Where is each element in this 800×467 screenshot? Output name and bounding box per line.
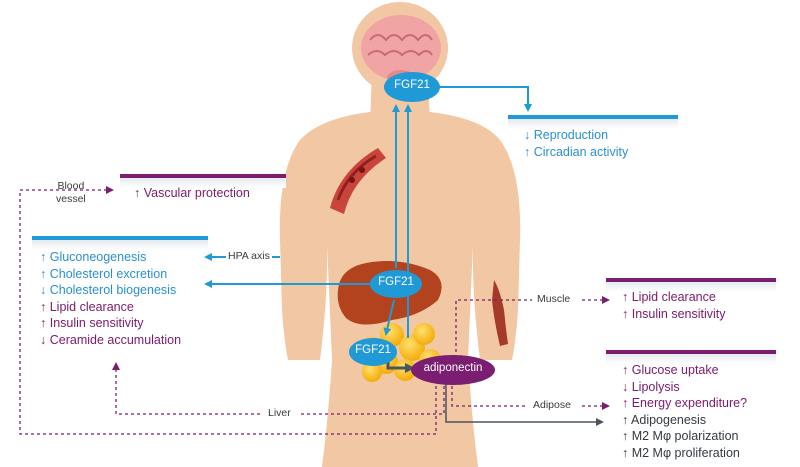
fgf21-brain-label: FGF21 xyxy=(394,79,430,91)
arrow-adiponectin-to-liver-effects xyxy=(116,364,445,415)
muscle-label: Muscle xyxy=(537,293,571,305)
fgf21-brain-oval-shape xyxy=(384,72,440,102)
fgf21-adipose-oval-shape xyxy=(349,338,397,366)
muscle-illustration xyxy=(492,280,508,346)
liver-label: Liver xyxy=(268,407,291,419)
effect-energy-expenditure: ↑ Energy expenditure? xyxy=(622,396,748,410)
adipose-effects-list: ↑ Glucose uptake ↓ Lipolysis ↑ Energy ex… xyxy=(622,363,747,462)
effect-lipolysis: ↓ Lipolysis xyxy=(622,379,680,394)
effect-cholesterol-biogenesis: ↓ Cholesterol biogenesis xyxy=(40,283,177,297)
effect-ceramide-accumulation: ↓ Ceramide accumulation xyxy=(40,332,182,347)
effect-m2-polarization: ↑ M2 Mφ polarization xyxy=(622,429,739,443)
blood-vessel-illustration xyxy=(330,148,386,214)
effect-reproduction: ↓ Reproduction xyxy=(524,128,609,142)
effect-m2-proliferation: ↑ M2 Mφ proliferation xyxy=(622,445,740,460)
adiponectin-oval-shape xyxy=(411,355,495,385)
liver-effects-box xyxy=(32,236,208,250)
fgf21-adipose-label: FGF21 xyxy=(355,344,391,356)
adipose-effects-box xyxy=(606,350,776,364)
arrow-adiponectin-to-vascular xyxy=(19,186,437,435)
muscle-effects-list: ↑ Lipid clearance ↑ Insulin sensitivity xyxy=(622,290,726,323)
effect-cholesterol-excretion: ↑ Cholesterol excretion xyxy=(40,266,168,281)
brain-effects-box xyxy=(508,115,678,129)
arrow-adiponectin-to-adipose-purple xyxy=(451,386,608,406)
arrow-adiponectin-to-adipose-effects xyxy=(445,384,604,426)
effect-adipogenesis: ↑ Adipogenesis xyxy=(622,412,707,427)
brain-effects-list: ↓ Reproduction ↑ Circadian activity xyxy=(524,128,628,161)
adiponectin-label: adiponectin xyxy=(423,362,483,374)
arrow-brain-to-effects xyxy=(438,86,532,112)
vascular-effects-box xyxy=(120,174,286,188)
arrow-adiponectin-to-muscle-effects xyxy=(455,300,608,370)
effect-muscle-insulin-sensitivity: ↑ Insulin sensitivity xyxy=(622,306,726,321)
muscle-effects-box xyxy=(606,278,776,292)
adipose-label: Adipose xyxy=(533,399,571,411)
effect-vascular-protection: ↑ Vascular protection xyxy=(134,186,250,200)
fgf21-liver-oval-shape xyxy=(370,270,422,298)
effect-liver-insulin-sensitivity: ↑ Insulin sensitivity xyxy=(40,316,144,330)
adipose-illustration xyxy=(359,323,441,382)
blood-vessel-label: Blood vessel xyxy=(56,180,86,205)
fgf21-liver-label: FGF21 xyxy=(378,276,414,288)
liver-effects-list: ↑ Gluconeogenesis ↑ Cholesterol excretio… xyxy=(40,250,181,349)
hpa-axis-label: HPA axis xyxy=(226,250,272,262)
effect-liver-lipid-clearance: ↑ Lipid clearance xyxy=(40,299,134,314)
effect-muscle-lipid-clearance: ↑ Lipid clearance xyxy=(622,290,716,304)
effect-circadian-activity: ↑ Circadian activity xyxy=(524,144,629,159)
arrow-liver-to-adipose xyxy=(383,299,395,336)
effect-gluconeogenesis: ↑ Gluconeogenesis xyxy=(40,250,147,264)
effect-glucose-uptake: ↑ Glucose uptake xyxy=(622,363,719,377)
